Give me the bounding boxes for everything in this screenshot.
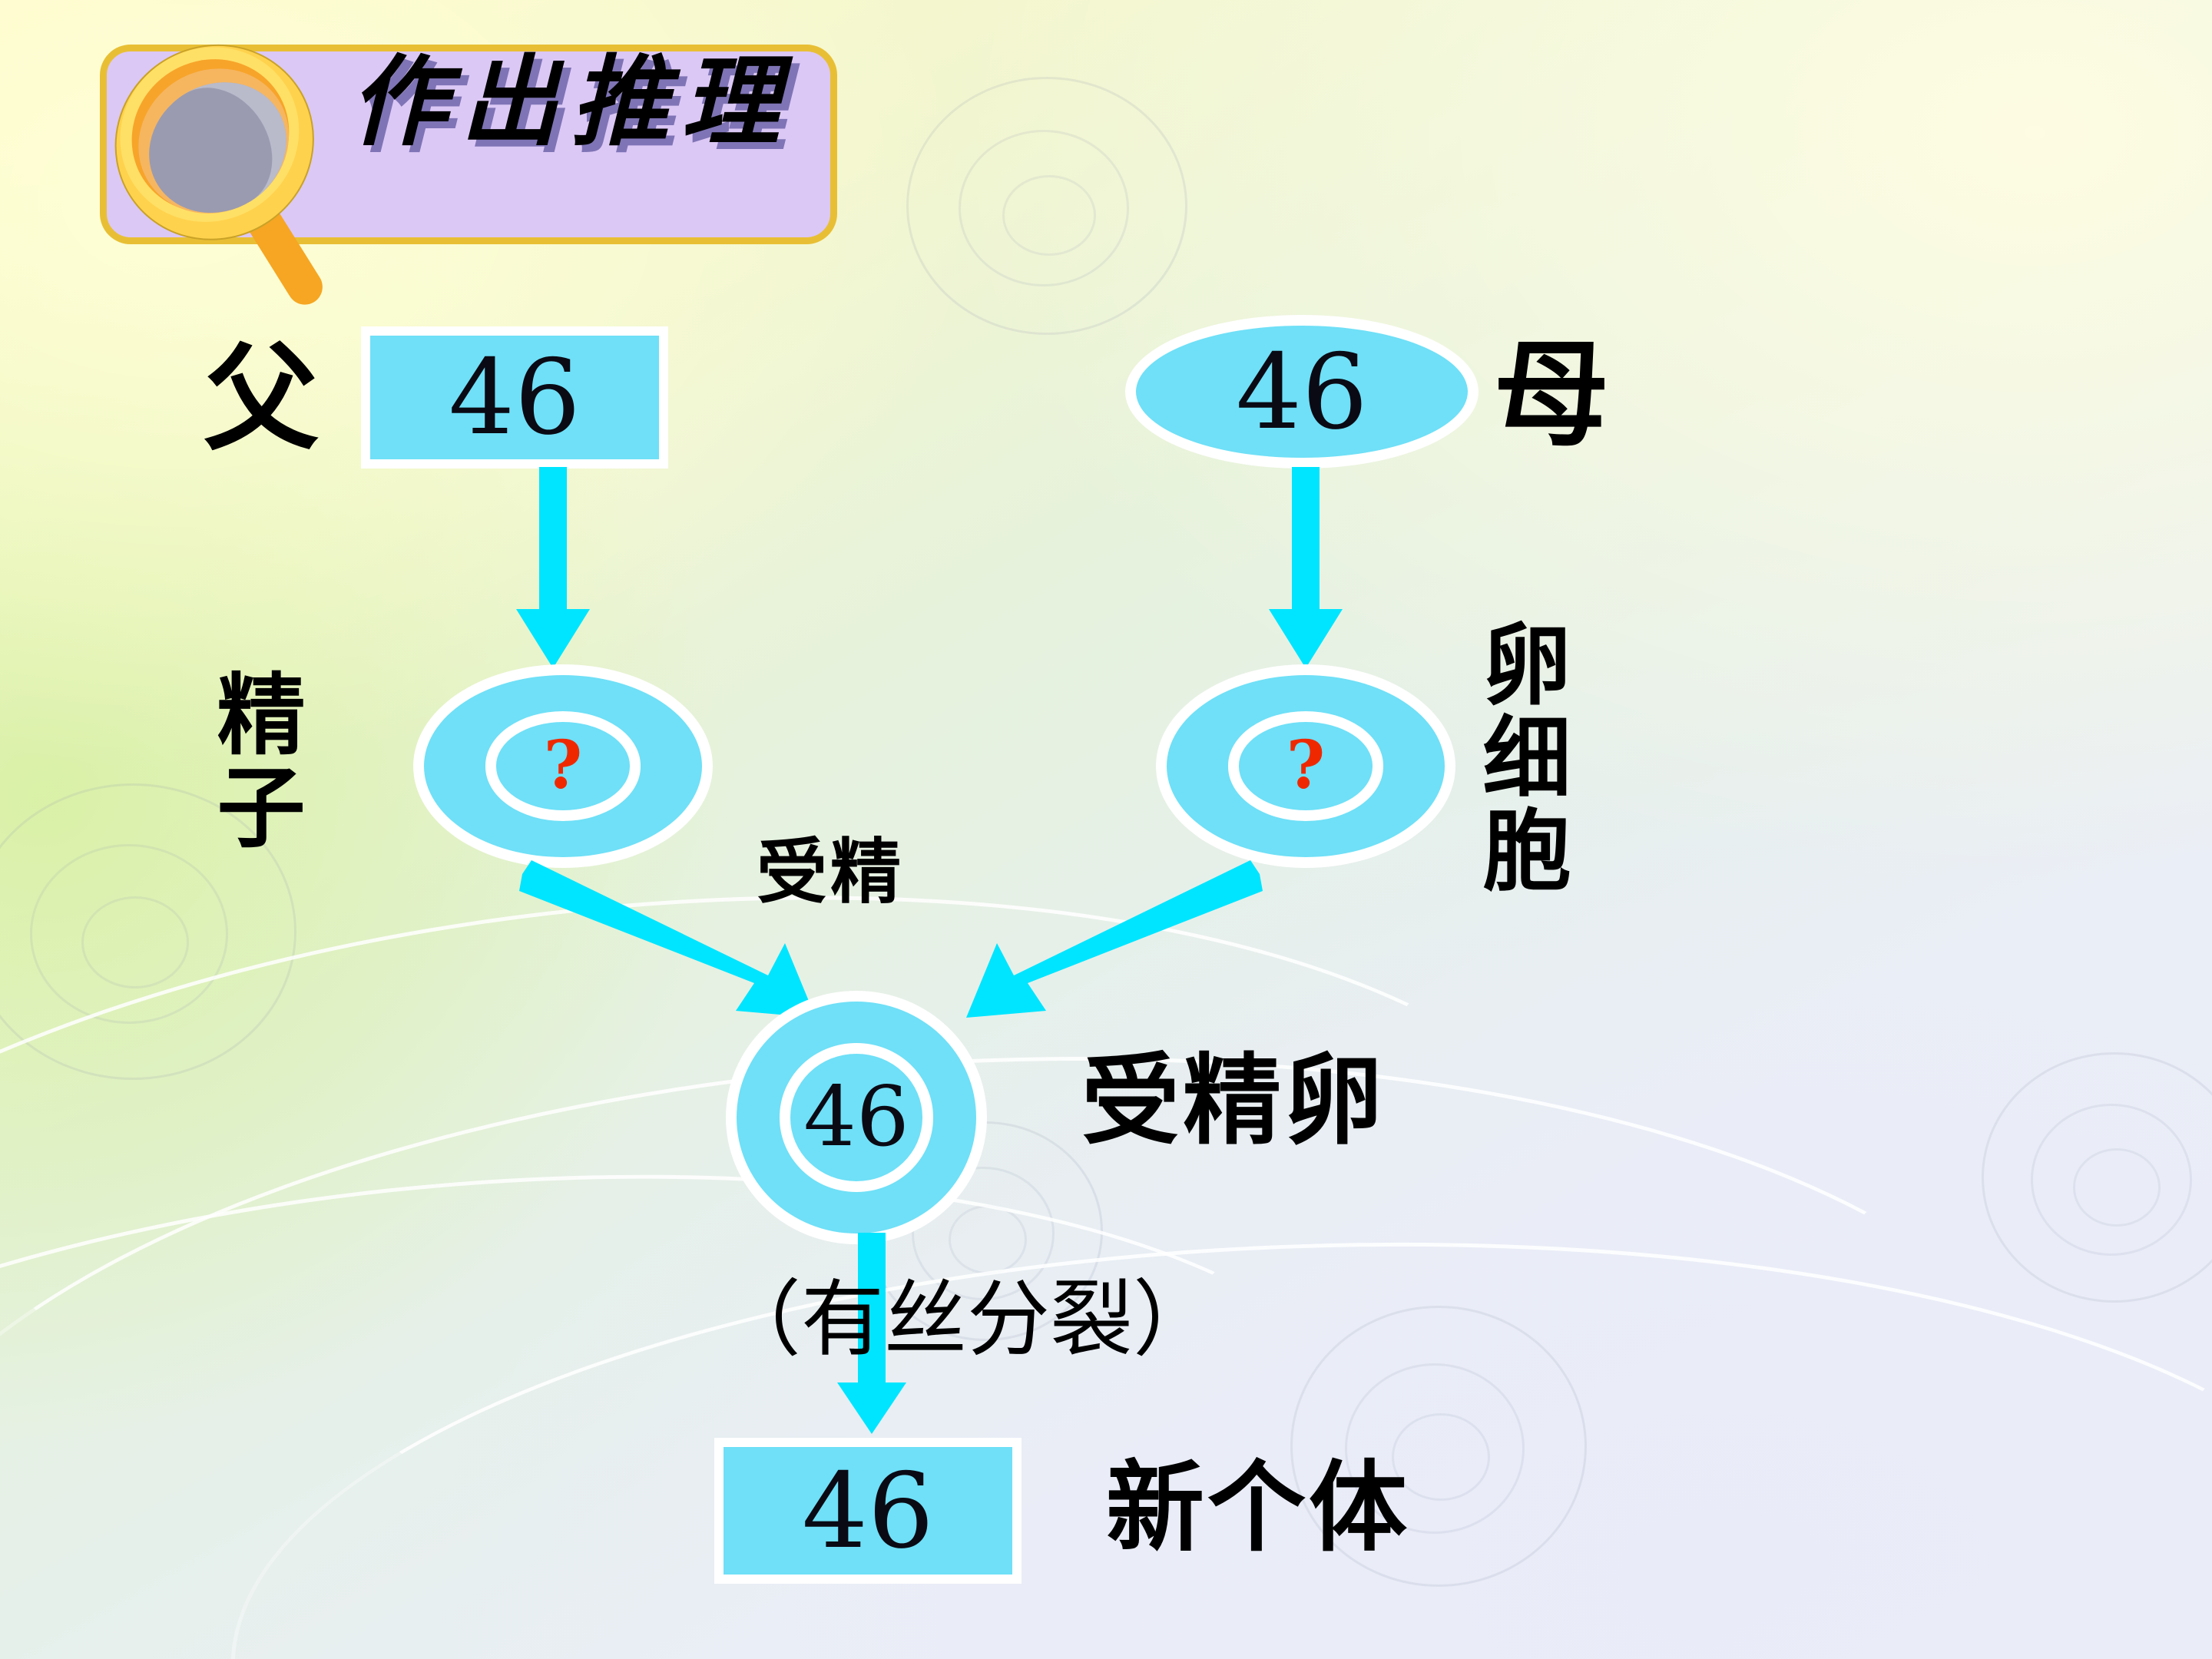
rose-watermark (1982, 1052, 2212, 1303)
arrow-mother-to-egg (1269, 467, 1343, 668)
zygote-cell: 46 (726, 991, 987, 1244)
mother-chromosome-ellipse: 46 (1125, 315, 1479, 469)
egg-chromosome-count: ? (1286, 727, 1326, 805)
rose-watermark (906, 77, 1187, 335)
new-individual-label: 新个体 (1106, 1451, 1411, 1565)
sperm-nucleus: ? (485, 711, 641, 821)
mother-chromosome-count: 46 (1236, 331, 1368, 452)
arrow-father-to-sperm (516, 467, 590, 668)
egg-cell: ? (1156, 664, 1455, 868)
new-individual-box: 46 (714, 1438, 1022, 1584)
zygote-label: 受精卵 (1081, 1044, 1386, 1158)
zygote-chromosome-count: 46 (803, 1068, 909, 1165)
father-chromosome-box: 46 (361, 326, 668, 469)
father-label: 父 (204, 333, 320, 466)
arrow-egg-to-zygote (966, 860, 1263, 1018)
fertilization-label: 受精 (757, 831, 905, 913)
father-chromosome-count: 46 (449, 337, 581, 458)
new-individual-chromosome-count: 46 (802, 1450, 934, 1571)
page-title: 作出推理 (349, 45, 793, 160)
egg-nucleus: ? (1227, 711, 1384, 821)
sperm-chromosome-count: ? (543, 727, 583, 805)
egg-label: 卵细胞 (1468, 618, 1571, 897)
background-wave (0, 1103, 1418, 1659)
sperm-label: 精子 (202, 668, 305, 854)
sperm-cell: ? (413, 664, 713, 868)
mother-label: 母 (1494, 329, 1610, 462)
zygote-nucleus: 46 (780, 1043, 933, 1192)
mitosis-label: （有丝分裂） (718, 1272, 1217, 1368)
